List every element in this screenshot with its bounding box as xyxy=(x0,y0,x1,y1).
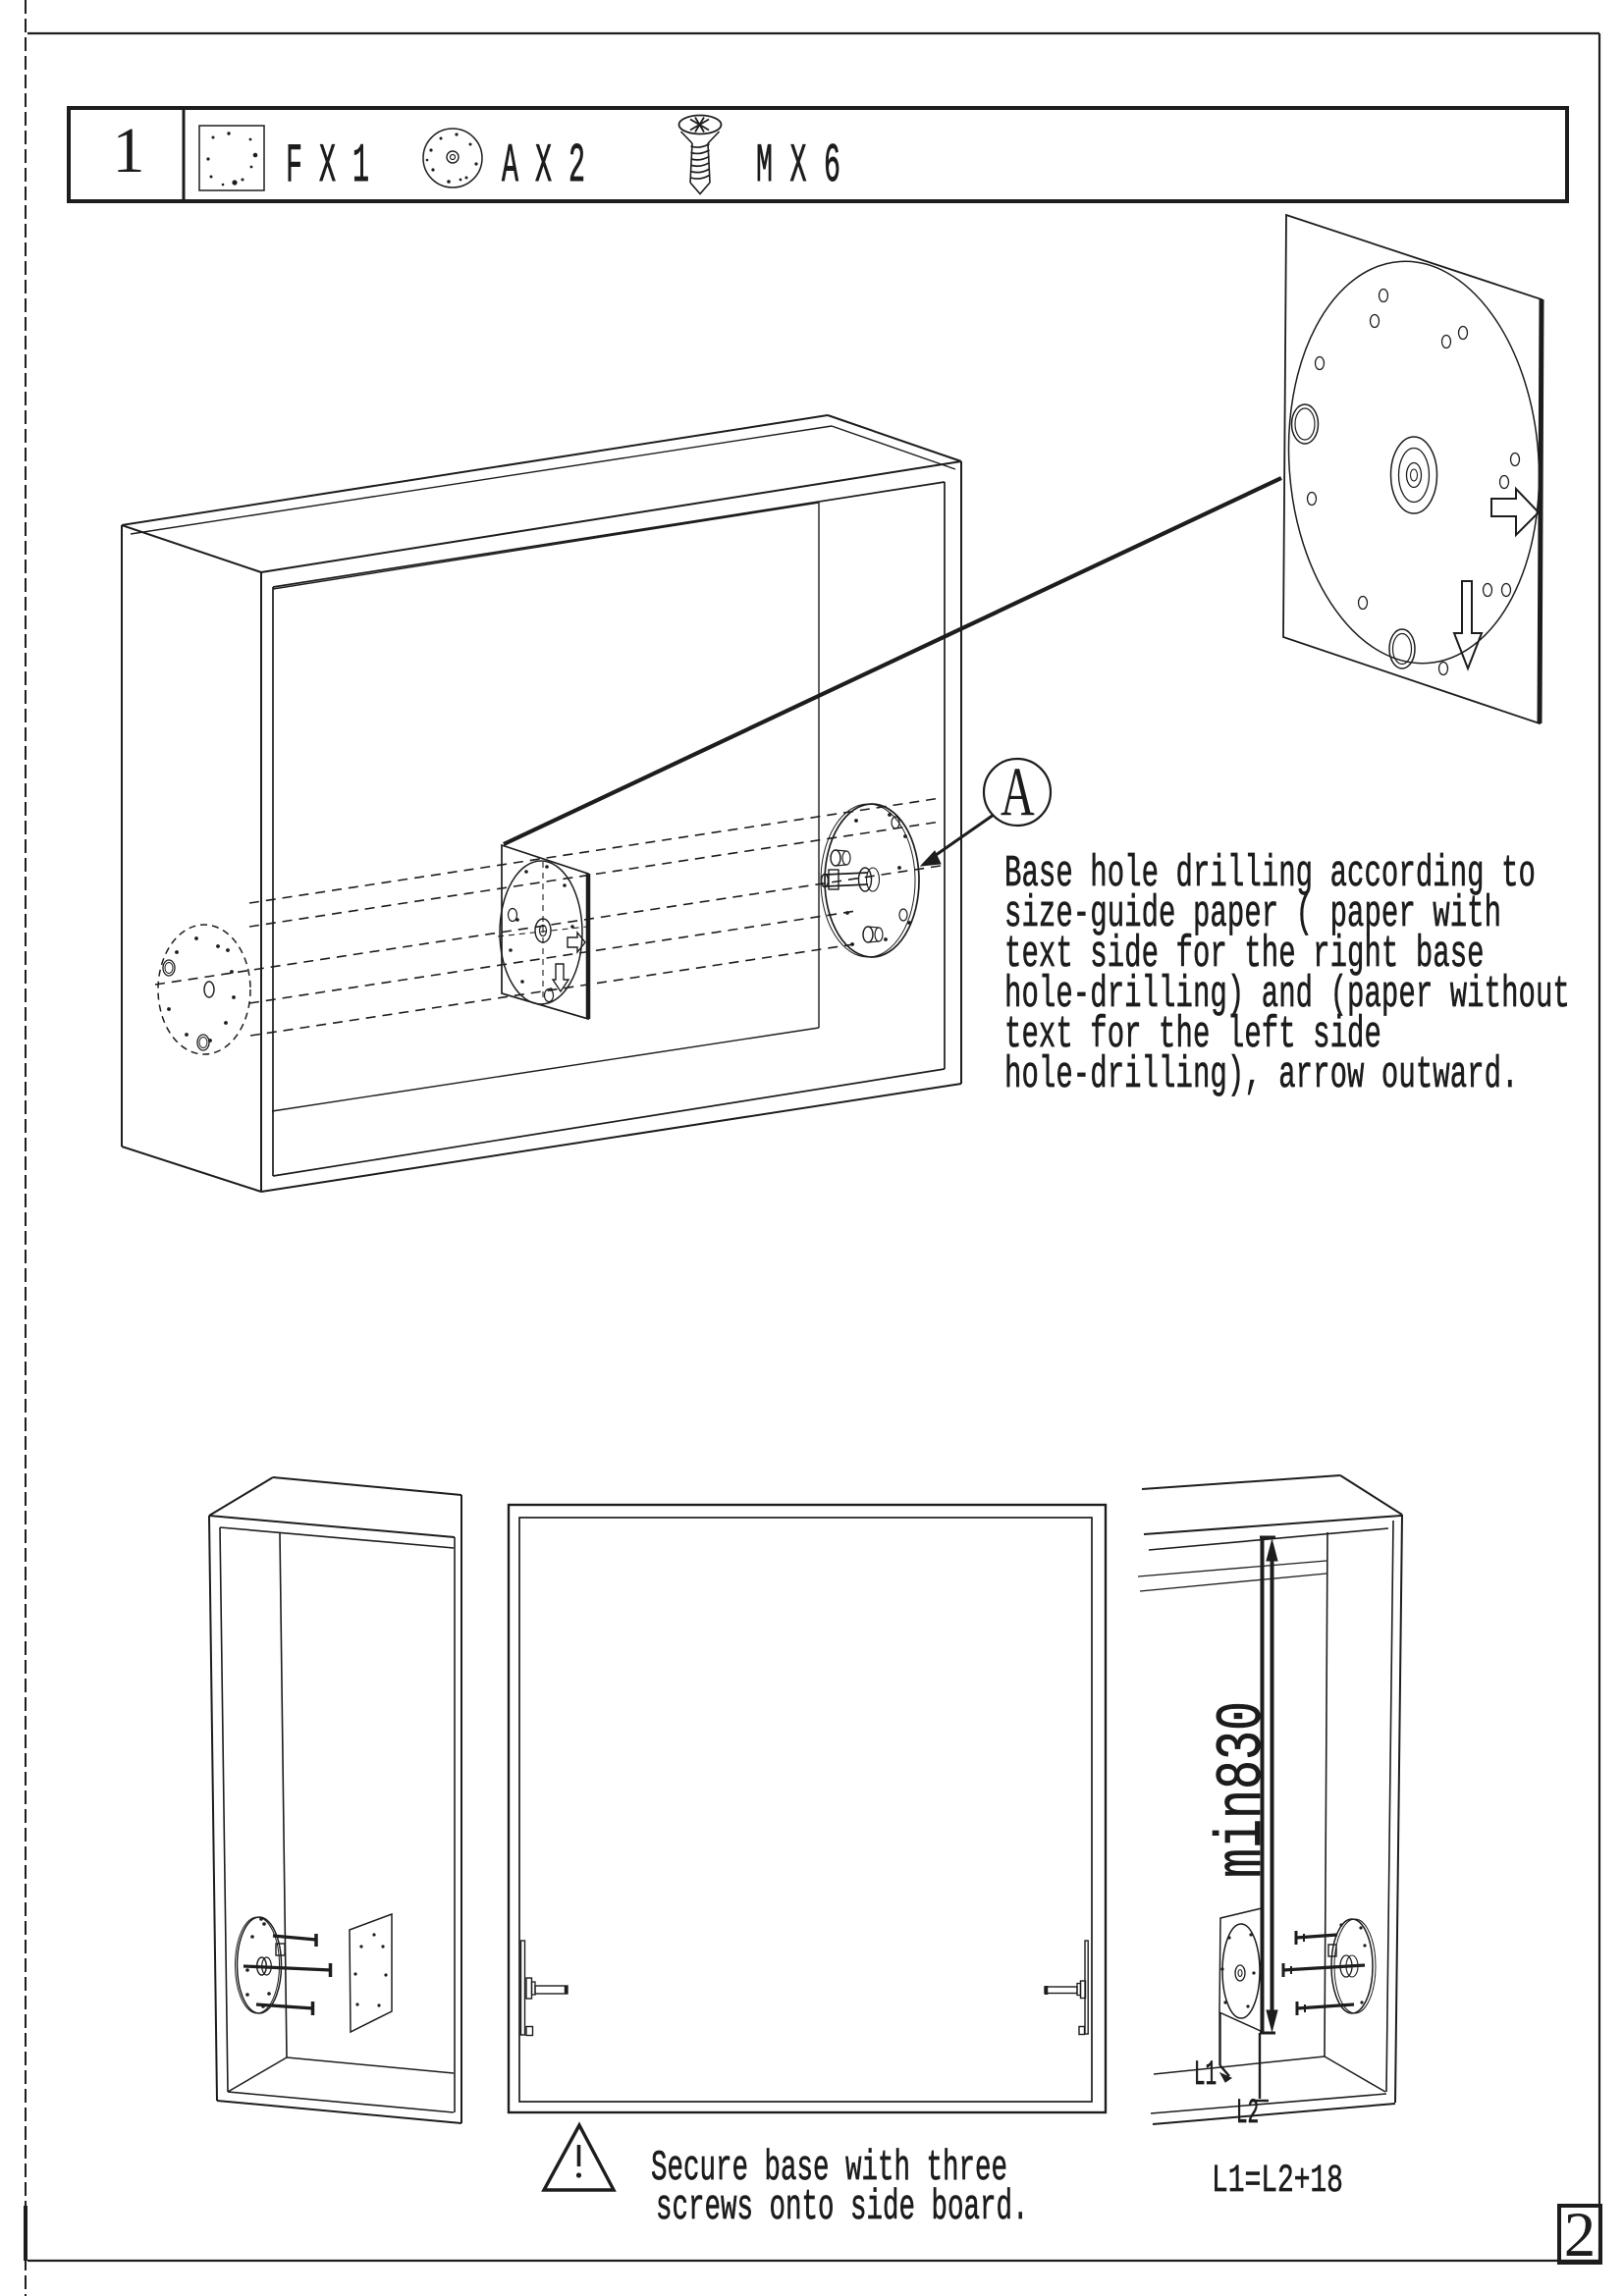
svg-text:L1: L1 xyxy=(1194,2057,1217,2095)
svg-text:1: 1 xyxy=(113,115,145,187)
svg-text:screws onto side board.: screws onto side board. xyxy=(656,2183,1029,2231)
svg-text:text side for the right base: text side for the right base xyxy=(1004,931,1485,980)
svg-text:text for the left side: text for the left side xyxy=(1004,1011,1381,1060)
svg-text:F X 1: F X 1 xyxy=(286,136,369,198)
svg-text:Secure base with three: Secure base with three xyxy=(651,2144,1007,2192)
svg-text:Base hole drilling according t: Base hole drilling according to xyxy=(1004,850,1536,899)
svg-text:2: 2 xyxy=(1564,2200,1597,2270)
svg-text:min830: min830 xyxy=(1206,1701,1280,1878)
svg-text:hole-drilling), arrow outward.: hole-drilling), arrow outward. xyxy=(1004,1051,1519,1100)
svg-text:M X 6: M X 6 xyxy=(756,136,840,198)
svg-text:A X 2: A X 2 xyxy=(502,136,585,198)
svg-text:L1=L2+18: L1=L2+18 xyxy=(1212,2161,1343,2204)
svg-text:hole-drilling) and (paper with: hole-drilling) and (paper without xyxy=(1004,971,1570,1020)
svg-text:size-guide paper ( paper with: size-guide paper ( paper with xyxy=(1004,890,1501,939)
svg-text:A: A xyxy=(1001,754,1035,831)
svg-text:L2: L2 xyxy=(1236,2096,1259,2133)
